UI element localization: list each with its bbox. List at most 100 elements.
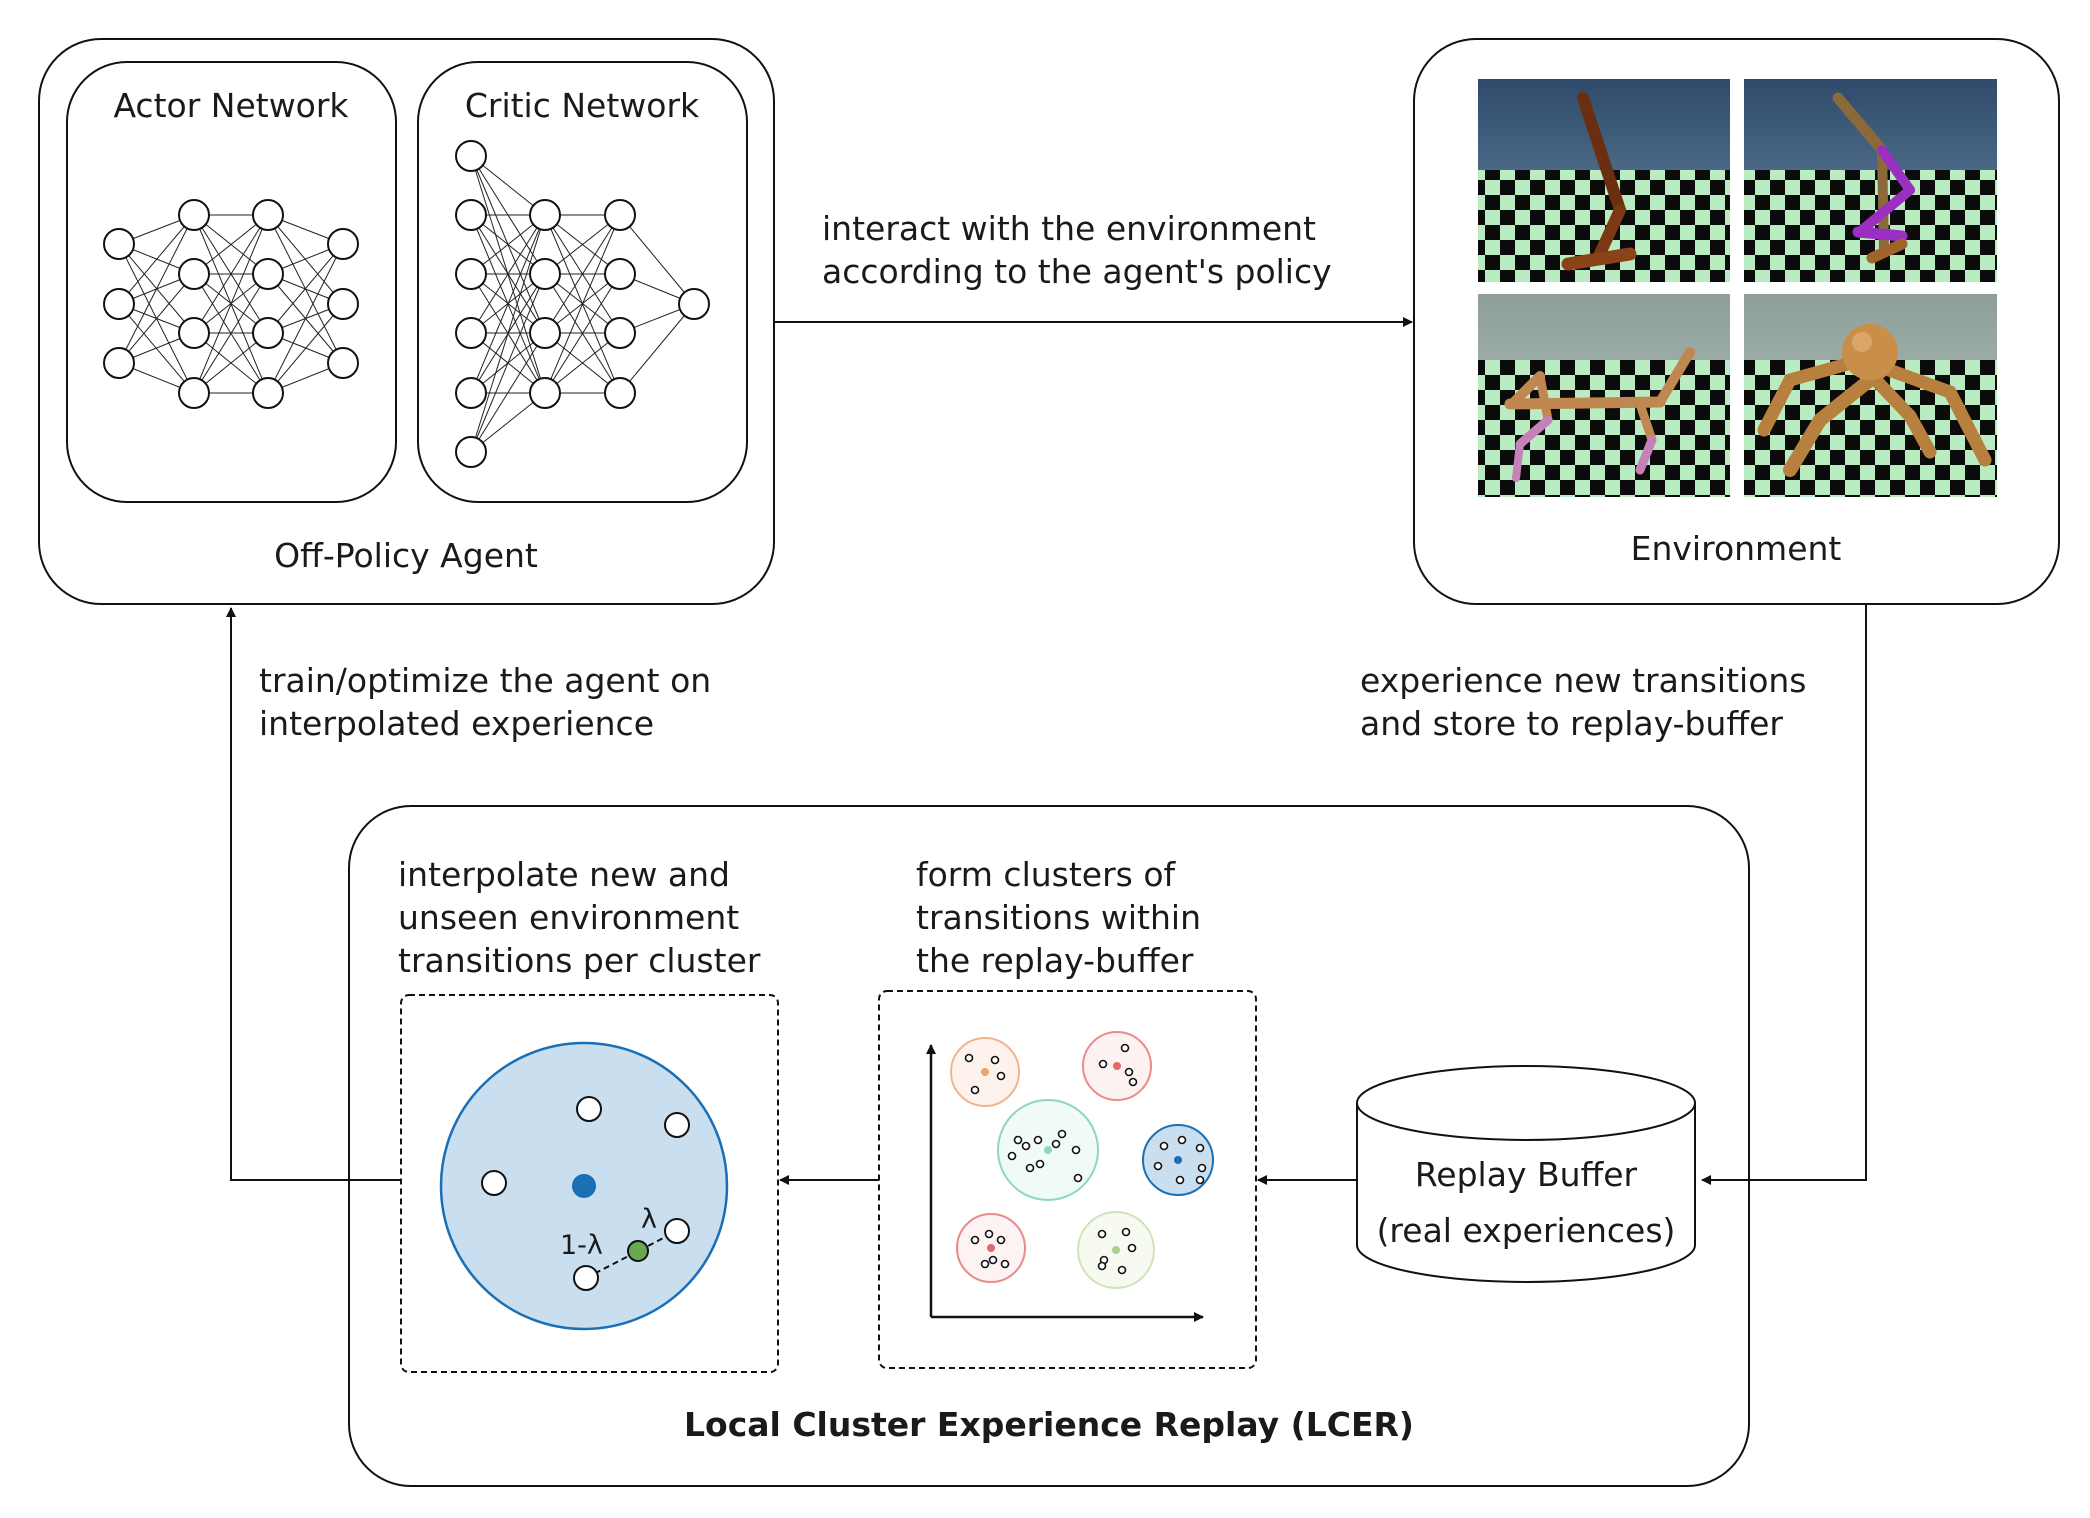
replay-buffer-label: Replay Buffer xyxy=(1415,1155,1638,1194)
network-node xyxy=(604,317,636,349)
cluster-point xyxy=(1035,1159,1045,1169)
cluster-centroid xyxy=(1044,1146,1052,1154)
network-edge xyxy=(544,332,621,394)
cluster-point xyxy=(964,1053,974,1063)
experience-label-line2: and store to replay-buffer xyxy=(1360,704,1783,743)
interpolate-caption-line3: transitions per cluster xyxy=(398,941,761,980)
cluster-point xyxy=(996,1071,1006,1081)
cluster-centroid xyxy=(1113,1062,1121,1070)
network-edge xyxy=(470,214,546,334)
network-node xyxy=(529,377,561,409)
network-edge xyxy=(619,303,695,394)
network-edge xyxy=(470,273,546,453)
cluster-point xyxy=(1021,1141,1031,1151)
network-node xyxy=(455,317,487,349)
network-node xyxy=(252,199,284,231)
interact-label-line2: according to the agent's policy xyxy=(822,252,1332,291)
cluster-point xyxy=(1153,1161,1163,1171)
network-node xyxy=(252,377,284,409)
network-node xyxy=(252,258,284,290)
cluster-point xyxy=(1098,1059,1108,1069)
transition-point xyxy=(664,1112,690,1138)
network-node xyxy=(103,347,135,379)
network-edge xyxy=(619,214,695,305)
network-node xyxy=(178,377,210,409)
network-node xyxy=(529,317,561,349)
critic-network-title: Critic Network xyxy=(465,86,700,125)
environment-label: Environment xyxy=(1631,529,1842,568)
cluster-caption-line2: transitions within xyxy=(916,898,1201,937)
cluster-point xyxy=(1025,1163,1035,1173)
network-edge xyxy=(193,214,269,394)
network-edge xyxy=(118,214,195,305)
network-edge xyxy=(544,214,621,334)
cluster-point xyxy=(1128,1077,1138,1087)
cluster-point xyxy=(1127,1243,1137,1253)
actor-network-title: Actor Network xyxy=(113,86,349,125)
network-node xyxy=(178,317,210,349)
interpolate-caption-line2: unseen environment xyxy=(398,898,739,937)
cluster-point xyxy=(1097,1229,1107,1239)
agent-label: Off-Policy Agent xyxy=(274,536,538,575)
cluster-point xyxy=(1071,1145,1081,1155)
interpolation-panel xyxy=(400,994,779,1373)
network-edge xyxy=(470,214,546,394)
train-label-line1: train/optimize the agent on xyxy=(259,661,711,700)
cluster-point xyxy=(1097,1261,1107,1271)
cluster-point xyxy=(1175,1175,1185,1185)
network-node xyxy=(455,436,487,468)
network-edge xyxy=(267,243,344,334)
cluster-point xyxy=(1197,1163,1207,1173)
env-thumbnail-ant xyxy=(1744,294,1997,497)
transition-point xyxy=(664,1218,690,1244)
lcer-title: Local Cluster Experience Replay (LCER) xyxy=(684,1405,1414,1444)
environment-box xyxy=(1413,38,2060,605)
cluster-point xyxy=(980,1259,990,1269)
cluster-centroid xyxy=(981,1068,989,1076)
interact-label-line1: interact with the environment xyxy=(822,209,1316,248)
replay-buffer-sublabel: (real experiences) xyxy=(1377,1211,1676,1250)
cluster-point xyxy=(1007,1151,1017,1161)
env-thumbnail-half-cheetah xyxy=(1478,294,1730,497)
actor-network-graph xyxy=(103,199,359,409)
network-edge xyxy=(267,243,344,394)
network-node xyxy=(529,258,561,290)
env-thumbnail-hopper xyxy=(1478,79,1730,282)
network-edge xyxy=(118,214,195,364)
network-node xyxy=(327,288,359,320)
actor-network-box xyxy=(66,61,397,503)
interpolated-point xyxy=(627,1240,649,1262)
network-node xyxy=(529,199,561,231)
cluster-point xyxy=(1124,1067,1134,1077)
network-node xyxy=(455,199,487,231)
cluster-point xyxy=(990,1055,1000,1065)
network-edge xyxy=(193,214,269,334)
network-node xyxy=(103,228,135,260)
cluster-caption-line1: form clusters of xyxy=(916,855,1177,894)
cluster-point xyxy=(988,1255,998,1265)
lcer-box xyxy=(348,805,1750,1487)
transition-point xyxy=(481,1170,507,1196)
network-node xyxy=(678,288,710,320)
cluster-point xyxy=(1120,1043,1130,1053)
env-thumbnail-walker xyxy=(1744,79,1997,282)
network-node xyxy=(327,347,359,379)
experience-arrow xyxy=(1701,604,1867,1185)
cluster-point xyxy=(1121,1227,1131,1237)
network-edge xyxy=(267,303,344,394)
train-arrow xyxy=(226,607,401,1181)
network-edge xyxy=(544,214,621,394)
critic-network-box xyxy=(417,61,748,503)
cluster-centroid xyxy=(572,1174,596,1198)
cluster-point xyxy=(1177,1135,1187,1145)
network-node xyxy=(178,199,210,231)
transition-point xyxy=(576,1096,602,1122)
network-node xyxy=(604,377,636,409)
critic-network-graph xyxy=(455,140,710,468)
network-node xyxy=(455,140,487,172)
network-edge xyxy=(193,273,269,394)
network-edge xyxy=(118,273,195,364)
network-edge xyxy=(470,332,546,453)
cluster-point xyxy=(1000,1259,1010,1269)
